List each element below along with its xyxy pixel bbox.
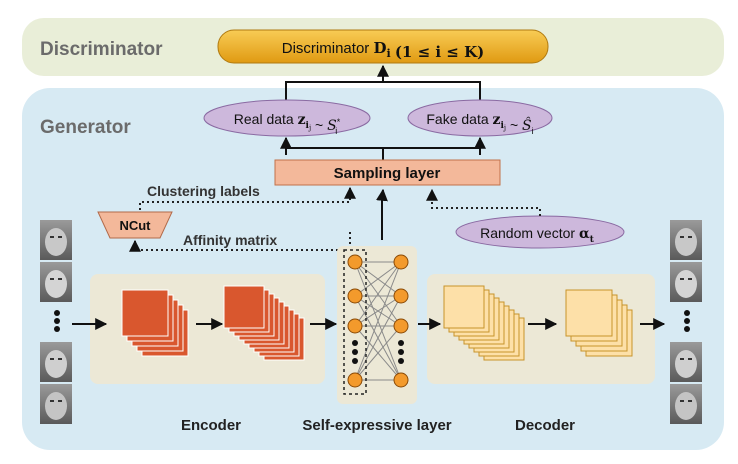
input-dot-1 — [54, 310, 60, 316]
output-face-3 — [670, 342, 702, 382]
output-face-images — [670, 220, 702, 424]
output-face-2 — [670, 262, 702, 302]
input-face-4 — [40, 384, 72, 424]
generator-panel-title: Generator — [40, 117, 131, 138]
input-dot-2 — [54, 318, 60, 324]
clustering-labels-label: Clustering labels — [147, 183, 260, 199]
real-data-rel: ~ — [315, 117, 323, 133]
self-expressive-node — [393, 254, 409, 270]
self-expressive-node — [347, 372, 363, 388]
self-expressive-edge — [354, 325, 402, 381]
arrow-self-expressive-to-sampling — [375, 188, 388, 240]
self-expressive-edge — [354, 261, 402, 327]
svg-text:Real data zij: Real data zij ~ S*i — [234, 111, 341, 136]
input-face-3 — [40, 342, 72, 382]
self-expressive-node — [347, 318, 363, 334]
self-expressive-node — [393, 318, 409, 334]
self-expressive-network — [343, 249, 409, 395]
fake-data-z-subsub: j — [503, 124, 506, 132]
discriminator-pill-math: D — [373, 39, 386, 57]
svg-text:Discriminator Di: Discriminator Di (1 ≤ i ≤ K) — [282, 39, 484, 61]
self-expressive-stage-bg — [337, 246, 417, 404]
decoder-label: Decoder — [515, 417, 575, 434]
output-face-1 — [670, 220, 702, 260]
self-expressive-ellipsis-dot — [352, 358, 358, 364]
discriminator-pill-label: Discriminator — [282, 40, 370, 57]
ncut-label: NCut — [119, 218, 151, 233]
real-data-z-subsub: j — [308, 124, 311, 132]
real-data-z: z — [298, 112, 306, 128]
decoder-block-stack-2 — [565, 289, 633, 357]
fake-data-label: Fake data — [426, 111, 488, 127]
random-vector-sub: t — [590, 235, 595, 245]
real-data-set-sup: * — [337, 117, 341, 127]
self-expressive-edge — [354, 261, 402, 381]
real-data-set: S — [327, 118, 337, 134]
output-dot-3 — [684, 326, 690, 332]
decoder-block-stack-1 — [443, 285, 525, 361]
self-expressive-ellipsis-dot — [352, 349, 358, 355]
discriminator-pill-sub: i — [386, 47, 390, 60]
svg-text:Random vector αt: Random vector αt — [480, 225, 595, 245]
self-expressive-ellipsis-dot — [398, 349, 404, 355]
self-expressive-node — [393, 372, 409, 388]
fake-data-rel: ~ — [510, 117, 518, 133]
self-expressive-edge — [354, 261, 402, 297]
self-expressive-node — [393, 288, 409, 304]
encoder-block-1-layer — [121, 289, 169, 337]
input-face-2 — [40, 262, 72, 302]
random-vector-line — [426, 188, 541, 216]
self-expressive-ellipsis-dot — [352, 340, 358, 346]
discriminator-pill — [217, 29, 549, 64]
encoder-block-stack-1 — [121, 289, 189, 357]
decoder-block-2-layer — [565, 289, 613, 337]
discriminator-pill-cond: (1 ≤ i ≤ K) — [395, 43, 484, 61]
self-expressive-ellipsis-dot — [398, 340, 404, 346]
input-face-1 — [40, 220, 72, 260]
sampling-layer-label: Sampling layer — [334, 165, 441, 182]
sampling-layer-box — [274, 159, 501, 186]
input-face-images — [40, 220, 72, 424]
self-expressive-label: Self-expressive layer — [302, 417, 451, 434]
fake-data-set: Ŝ — [522, 116, 532, 134]
self-expressive-node — [347, 288, 363, 304]
discriminator-panel-title: Discriminator — [40, 39, 163, 60]
self-expressive-edge — [354, 295, 402, 327]
self-expressive-node — [347, 254, 363, 270]
output-face-4 — [670, 384, 702, 424]
output-dot-2 — [684, 318, 690, 324]
svg-text:Fake data zij: Fake data zij ~ Ŝi — [426, 111, 533, 136]
decoder-block-1-layer — [443, 285, 485, 329]
ncut-box — [97, 211, 173, 239]
real-data-label: Real data — [234, 111, 294, 127]
clustering-labels-line — [139, 186, 356, 210]
output-dot-1 — [684, 310, 690, 316]
encoder-label: Encoder — [181, 417, 241, 434]
fake-data-ellipse — [407, 99, 553, 137]
input-dot-3 — [54, 326, 60, 332]
self-expressive-edge — [354, 295, 402, 381]
self-expressive-bracket — [343, 249, 367, 395]
random-vector-alpha: α — [579, 226, 590, 242]
fake-data-set-sub: i — [532, 126, 534, 136]
affinity-matrix-line — [129, 232, 351, 252]
random-vector-label: Random vector — [480, 225, 575, 241]
encoder-block-2-layer — [223, 285, 265, 329]
real-data-z-sub: i — [306, 121, 310, 131]
fake-data-z-sub: i — [500, 121, 504, 131]
real-data-ellipse — [203, 99, 371, 137]
encoder-block-stack-2 — [223, 285, 305, 361]
self-expressive-ellipsis-dot — [398, 358, 404, 364]
affinity-matrix-label: Affinity matrix — [183, 232, 277, 248]
real-data-set-sub: i — [335, 126, 337, 136]
fake-data-z: z — [493, 112, 501, 128]
